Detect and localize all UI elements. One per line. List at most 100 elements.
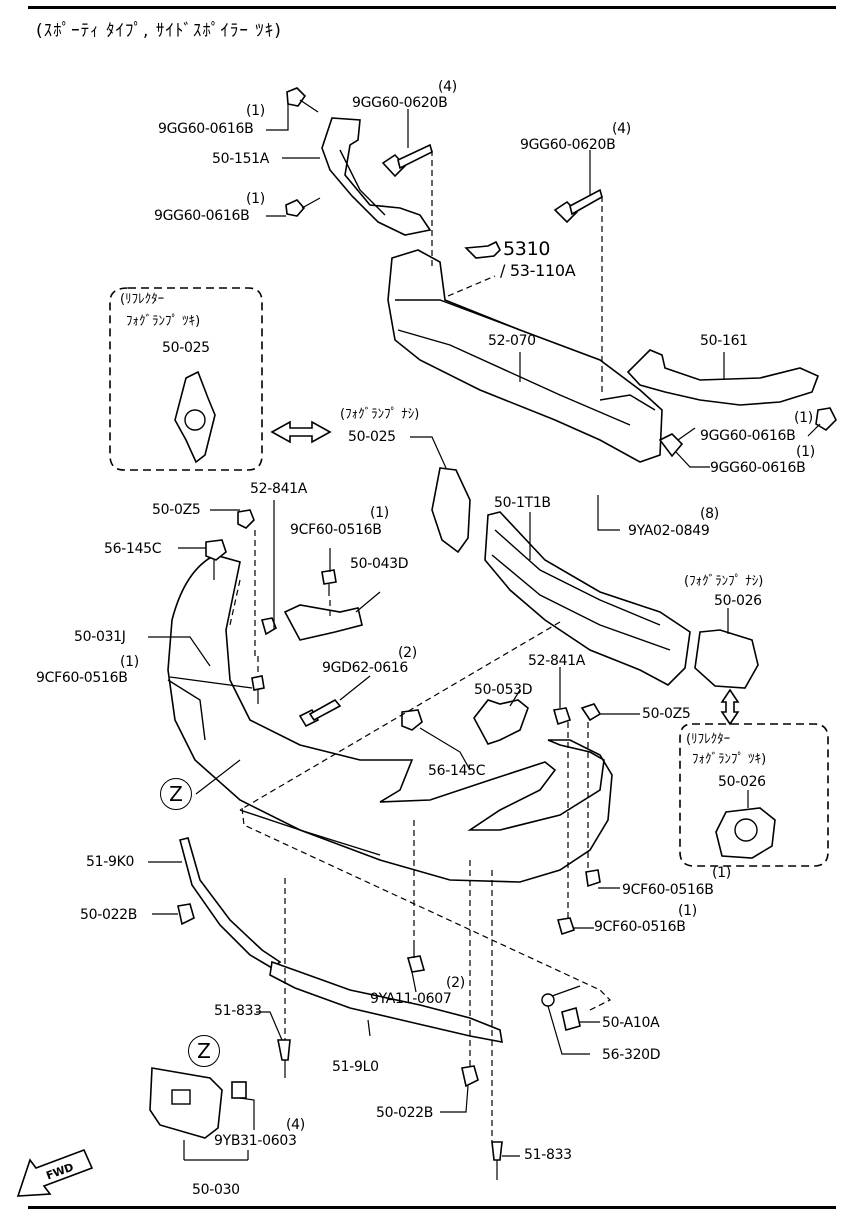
part-label: 52-841A (528, 653, 586, 669)
bolt-9CF60-0516B-c (585, 869, 601, 888)
bolt-9CF60-0516B-a (321, 569, 337, 596)
bolt-9CF60-0516B-d (556, 917, 576, 936)
qty-label: (1) (794, 410, 813, 426)
part-label: 51-9K0 (86, 854, 135, 870)
top-border (28, 6, 836, 9)
part-label: 52-070 (488, 333, 536, 349)
part-label: 50-022B (80, 907, 138, 923)
part-label: 51-9L0 (332, 1059, 379, 1075)
part-label: 50-031J (74, 629, 126, 645)
clip-56-145C-a (205, 539, 227, 580)
bolt-9GG60-0620B-a (381, 143, 433, 178)
part-label: 50-026 (718, 774, 766, 790)
box1-line1: (ﾘﾌﾚｸﾀｰ (120, 292, 165, 307)
license-bracket-50-030 (149, 1067, 223, 1139)
part-label: 51-833 (214, 1003, 262, 1019)
clip-9YB31-0603 (231, 1081, 247, 1099)
part-label: 51-833 (524, 1147, 572, 1163)
part-label: 50-025 (348, 429, 396, 445)
reflector-box-right (679, 723, 829, 867)
leader-lines (148, 104, 821, 1161)
part-label: 50-026 (714, 593, 762, 609)
ref-5310: 5310 (503, 238, 551, 260)
part-label: 52-841A (250, 481, 308, 497)
part-label: 9GG60-0616B (710, 460, 806, 476)
reflector-50-026-boxed (715, 807, 776, 859)
part-label: 50-043D (350, 556, 409, 572)
qty-label: (4) (612, 121, 631, 137)
qty-label: (2) (398, 645, 417, 661)
rivet-51-833-a (277, 1039, 291, 1078)
reflector-box-left (109, 287, 263, 471)
part-label: 50-151A (212, 151, 270, 167)
part-label: 56-320D (602, 1047, 661, 1063)
part-label: 9CF60-0516B (36, 670, 128, 686)
part-label: 9YA02-0849 (628, 523, 710, 539)
box2-line1: (ﾘﾌﾚｸﾀｰ (686, 732, 731, 747)
part-label: 50-0Z5 (642, 706, 691, 722)
part-label: 9GG60-0616B (154, 208, 250, 224)
qty-label: (1) (246, 103, 265, 119)
part-label: 50-053D (474, 682, 533, 698)
nut-52-841A-a (260, 617, 277, 636)
qty-label: (1) (796, 444, 815, 460)
bolt-9GG60-0616B-c (815, 407, 837, 432)
part-label: 50-A10A (602, 1015, 660, 1031)
qty-label: (8) (700, 506, 719, 522)
ref-53-110A: / 53-110A (500, 261, 576, 280)
strip-51-9K0 (179, 837, 282, 969)
part-label: 9GD62-0616 (322, 660, 409, 676)
box1-line2: ﾌｫｸﾞﾗﾝﾌﾟ ﾂｷ) (126, 314, 201, 329)
bracket-50-043D (283, 604, 363, 641)
part-label: 9GG60-0620B (520, 137, 616, 153)
assembly-lines (229, 150, 612, 1142)
part-label: 9GG60-0616B (158, 121, 254, 137)
bolt-9CF60-0516B-b (251, 675, 265, 704)
part-label: 50-0Z5 (152, 502, 201, 518)
fwd-arrow-icon (16, 1148, 94, 1197)
reflector-50-025-boxed (174, 370, 216, 464)
clip-50-0Z5-a (237, 509, 255, 529)
qty-label: (2) (446, 975, 465, 991)
qty-label: (1) (712, 865, 731, 881)
box2-line2: ﾌｫｸﾞﾗﾝﾌﾟ ﾂｷ) (692, 752, 767, 767)
qty-label: (1) (120, 654, 139, 670)
bolt-9GG60-0620B-b (553, 188, 603, 224)
bracket-50-A10A (561, 1006, 581, 1032)
clip-56-145C-b (401, 709, 423, 731)
strip-51-9L0 (269, 960, 503, 1043)
qty-label: (1) (246, 191, 265, 207)
bracket-50-151A (321, 117, 432, 236)
hook-56-320D (541, 985, 581, 1007)
part-label: 9CF60-0516B (290, 522, 382, 538)
part-label: 9GG60-0616B (700, 428, 796, 444)
bracket-50-161 (626, 349, 820, 406)
reference-hand-icon (464, 240, 501, 259)
qty-label: (4) (438, 79, 457, 95)
nut-52-841A-b (552, 707, 572, 726)
part-label: 56-145C (428, 763, 486, 779)
no-fog-note-2: (ﾌｫｸﾞﾗﾝﾌﾟ ﾅｼ) (684, 574, 764, 589)
part-label: 9CF60-0516B (594, 919, 686, 935)
bracket-50-053D (473, 699, 529, 745)
reflector-50-025 (431, 467, 471, 554)
bolt-9GG60-0616B-a (286, 87, 319, 113)
bottom-border (28, 1206, 836, 1209)
swap-arrow-left (270, 420, 332, 444)
no-fog-note-1: (ﾌｫｸﾞﾗﾝﾌﾟ ﾅｼ) (340, 407, 420, 422)
bumper-face-50-031J (167, 554, 613, 883)
bumper-reinforcement-52-070 (387, 249, 663, 463)
swap-arrow-vertical (720, 688, 740, 726)
clip-50-0Z5-b (580, 703, 602, 722)
part-label: 50-025 (162, 340, 210, 356)
bolt-9GG60-0616B-b (285, 197, 321, 217)
rivet-51-833-b (491, 1141, 503, 1180)
bolt-9GG60-0616B-d (658, 427, 696, 458)
part-label: 9GG60-0620B (352, 95, 448, 111)
part-label: 9YB31-0603 (214, 1133, 297, 1149)
part-label: 50-030 (192, 1182, 240, 1198)
part-label: 9CF60-0516B (622, 882, 714, 898)
part-label: 50-022B (376, 1105, 434, 1121)
clip-50-022B-b (461, 1065, 479, 1088)
